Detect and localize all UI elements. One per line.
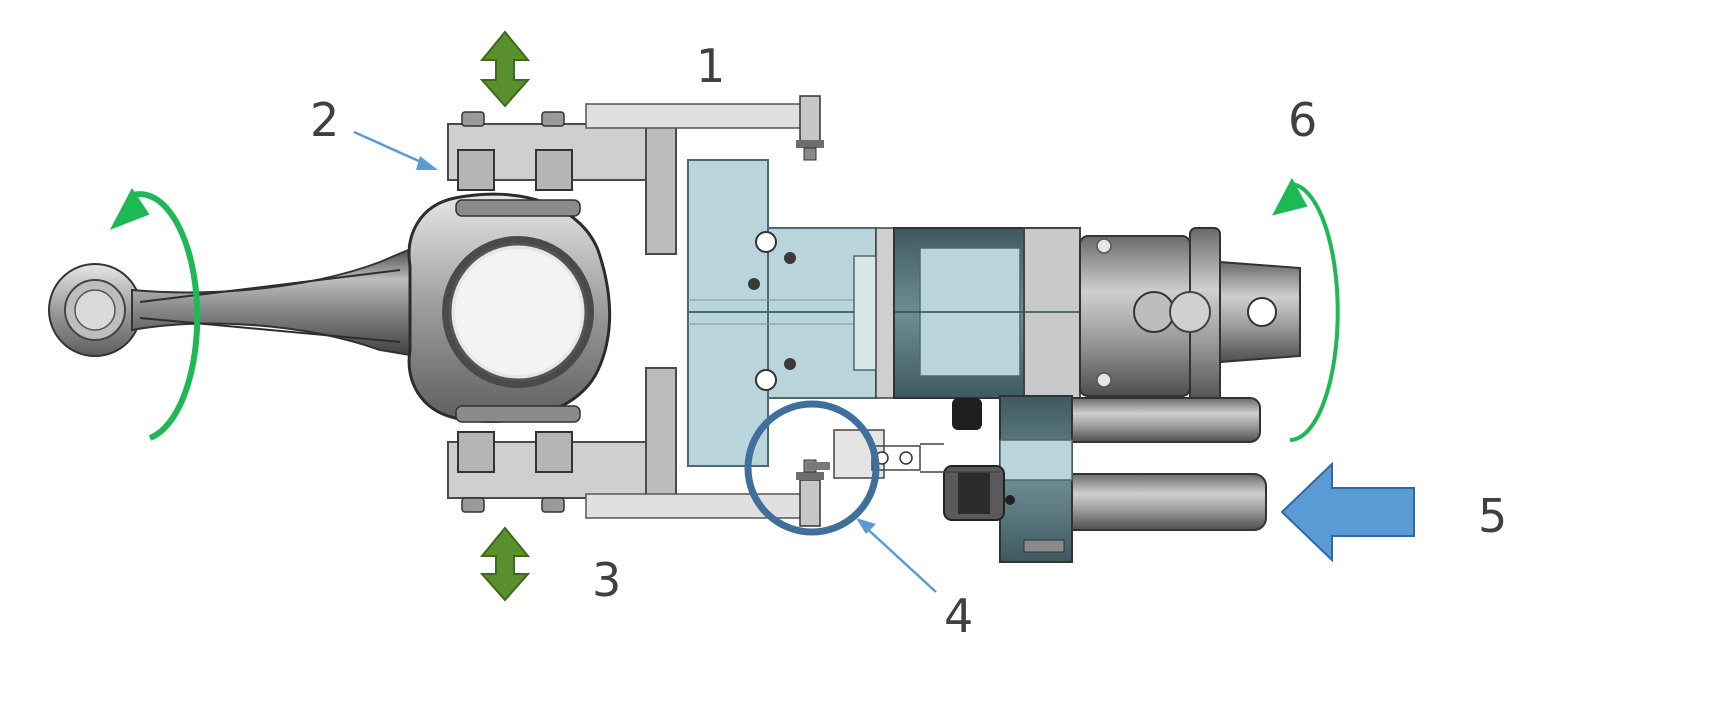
chuck-hole xyxy=(1247,297,1277,327)
callout-label: 3 xyxy=(592,553,621,607)
callout-label: 6 xyxy=(1288,93,1317,147)
rotate-arrow-icon xyxy=(1272,177,1340,442)
clamp-frame xyxy=(447,95,824,527)
upper-arm xyxy=(585,103,807,129)
double-vertical-arrow-icon xyxy=(479,30,531,108)
motor-body xyxy=(875,227,1081,399)
callout-label: 1 xyxy=(696,39,725,93)
feed-cylinders xyxy=(943,395,1267,563)
clamp-pad xyxy=(457,431,495,473)
callout-label: 2 xyxy=(310,93,339,147)
callout-label: 5 xyxy=(1478,489,1507,543)
highlight-circle xyxy=(744,400,880,536)
clamp-pad xyxy=(457,149,495,191)
sensor-bracket xyxy=(806,429,1000,479)
connecting-rod xyxy=(48,192,612,423)
callout-label: 4 xyxy=(944,589,973,643)
clamp-pad xyxy=(535,149,573,191)
rod-shank xyxy=(131,243,442,362)
clamp-pad xyxy=(535,431,573,473)
actuator-housing xyxy=(687,159,879,467)
left-arrow-icon xyxy=(1280,461,1415,563)
spindle-chuck xyxy=(1079,227,1301,405)
double-vertical-arrow-icon xyxy=(479,526,531,602)
rotate-arrow-icon xyxy=(109,188,201,441)
leader-line xyxy=(353,130,438,170)
leader-line xyxy=(856,518,937,593)
